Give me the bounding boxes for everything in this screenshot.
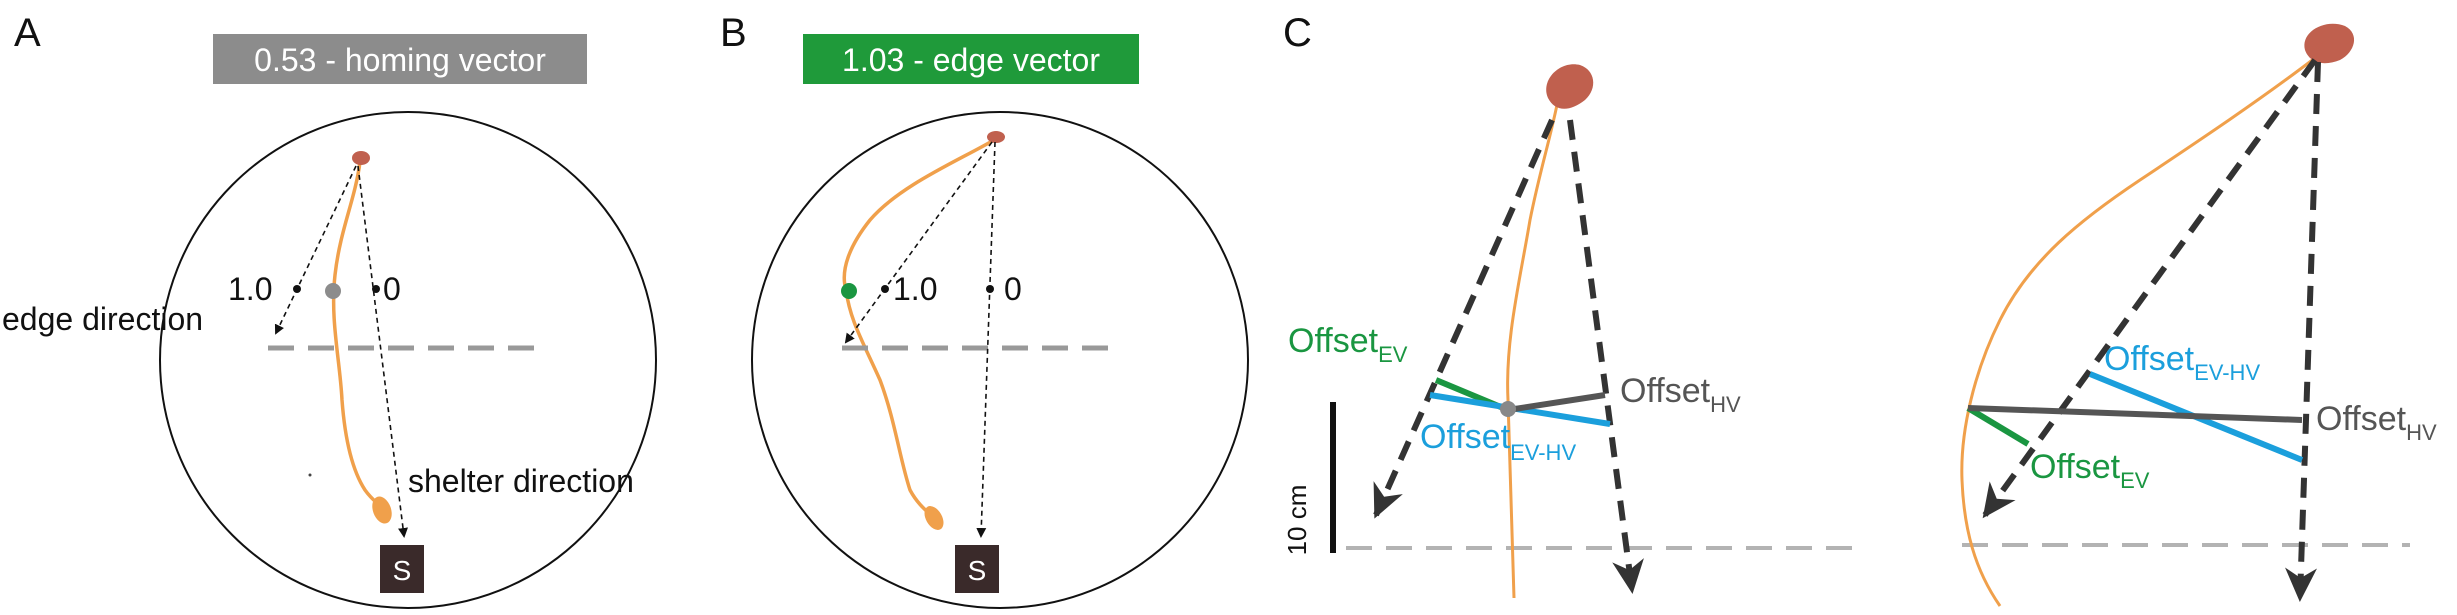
escape-trajectory-c1: [1506, 99, 1560, 599]
edge-vector-banner: [803, 34, 1139, 84]
shelter-box-b-label: S: [968, 555, 987, 586]
offset-ev-label-c1: OffsetEV: [1288, 322, 1408, 367]
edge-direction-arrow-c1: [1373, 118, 1555, 519]
speck-a: [308, 473, 312, 477]
shelter-direction-arrow-c2: [2285, 61, 2321, 602]
shelter-direction-label: shelter direction: [408, 463, 634, 499]
edge-marker-b: [841, 283, 857, 299]
offset-hv-line-c1: [1507, 392, 1606, 413]
offset-hv-label-c2: OffsetHV: [2316, 400, 2437, 445]
panel-a: A 0.53 - homing vector 1.0 0 edge direct…: [2, 11, 657, 609]
mouse-end-a: [372, 496, 392, 524]
offset-evhv-label-c2: OffsetEV-HV: [2104, 340, 2260, 385]
tick-label-1-b: 1.0: [893, 271, 937, 307]
tick-label-0-b: 0: [1004, 271, 1022, 307]
shelter-direction-arrow-b: [976, 141, 996, 538]
homing-marker-a: [325, 283, 341, 299]
shelter-direction-arrow-c1: [1567, 119, 1644, 594]
mouse-end-b: [924, 506, 944, 530]
edge-vector-banner-label: 1.03 - edge vector: [842, 42, 1100, 78]
edge-direction-label: edge direction: [2, 301, 203, 337]
arena-circle-b: [751, 111, 1249, 609]
mouse-c1: [1546, 64, 1594, 109]
edge-direction-arrow-a: [274, 165, 357, 335]
shelter-box-a-label: S: [393, 555, 412, 586]
panel-b-letter: B: [720, 11, 747, 55]
escape-trajectory-a: [331, 161, 386, 512]
panel-c-letter: C: [1283, 11, 1312, 55]
offset-ev-line-c2: [1966, 405, 2030, 447]
tick-label-1-a: 1.0: [228, 271, 272, 307]
escape-trajectory-c2: [1960, 56, 2316, 607]
mouse-start-b: [987, 131, 1005, 143]
panel-a-letter: A: [14, 11, 41, 55]
offset-hv-label-c1: OffsetHV: [1620, 372, 1741, 417]
tick-point-1-b: [881, 285, 889, 293]
offset-evhv-label-c1: OffsetEV-HV: [1420, 418, 1576, 465]
scale-bar-label: 10 cm: [1282, 485, 1312, 556]
homing-vector-banner: [213, 34, 587, 84]
homing-marker-c1: [1500, 401, 1516, 417]
panel-c: C 10 cm OffsetEV OffsetHV OffsetEV-HV: [1282, 11, 2437, 607]
tick-point-0-b: [986, 285, 994, 293]
mouse-start-a: [352, 151, 370, 165]
mouse-c2: [2304, 23, 2355, 64]
shelter-box-a: [380, 545, 424, 593]
tick-point-1-a: [293, 285, 301, 293]
arena-circle-a: [159, 111, 657, 609]
edge-direction-arrow-b: [844, 141, 993, 344]
tick-point-0-a: [372, 285, 380, 293]
escape-trajectory-b: [842, 138, 995, 520]
shelter-box-b: [955, 545, 999, 593]
panel-b: B 1.03 - edge vector 1.0 0 S: [720, 11, 1249, 609]
tick-label-0-a: 0: [383, 271, 401, 307]
shelter-direction-arrow-a: [357, 165, 408, 538]
example-left: OffsetEV OffsetHV OffsetEV-HV: [1288, 64, 1858, 599]
homing-vector-banner-label: 0.53 - homing vector: [254, 42, 546, 78]
offset-hv-line-c2: [1967, 405, 2303, 423]
offset-ev-label-c2: OffsetEV: [2030, 448, 2150, 493]
example-right: OffsetEV OffsetEV-HV OffsetHV: [1960, 23, 2437, 607]
